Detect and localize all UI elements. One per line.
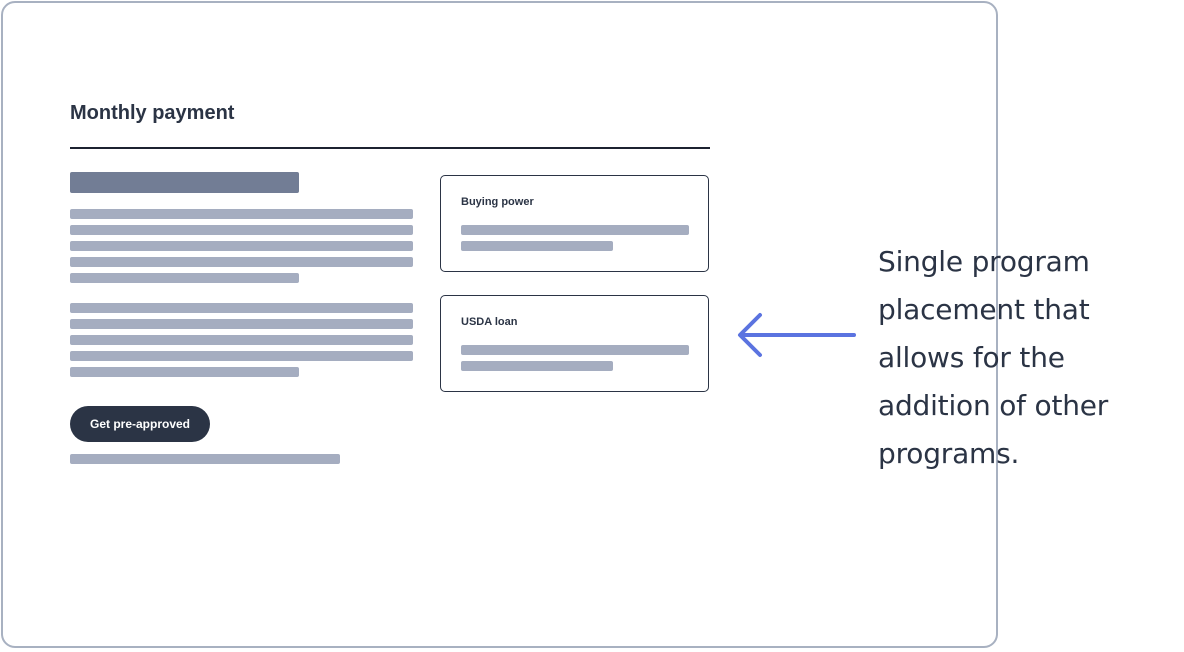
text-line-placeholder xyxy=(70,319,413,329)
text-line-placeholder xyxy=(70,273,299,283)
card-label: USDA loan xyxy=(461,316,518,328)
text-line-placeholder xyxy=(70,367,299,377)
text-line-placeholder xyxy=(70,351,413,361)
disclaimer-placeholder xyxy=(70,454,340,464)
program-card-buying-power[interactable]: Buying power xyxy=(440,175,709,272)
title-divider xyxy=(70,147,710,149)
wireframe-frame xyxy=(1,1,998,648)
text-line-placeholder xyxy=(461,225,689,235)
get-pre-approved-button[interactable]: Get pre-approved xyxy=(70,406,210,442)
annotation-text: Single program placement that allows for… xyxy=(878,245,1109,470)
text-line-placeholder xyxy=(70,257,413,267)
subheading-placeholder xyxy=(70,172,299,193)
text-line-placeholder xyxy=(461,345,689,355)
text-line-placeholder xyxy=(70,225,413,235)
text-line-placeholder xyxy=(70,209,413,219)
text-line-placeholder xyxy=(461,241,613,251)
text-line-placeholder xyxy=(70,303,413,313)
section-title: Monthly payment xyxy=(70,102,235,124)
arrow-left-icon xyxy=(738,313,856,357)
text-line-placeholder xyxy=(461,361,613,371)
text-line-placeholder xyxy=(70,335,413,345)
text-line-placeholder xyxy=(70,241,413,251)
program-card-usda-loan[interactable]: USDA loan xyxy=(440,295,709,392)
card-label: Buying power xyxy=(461,196,534,208)
